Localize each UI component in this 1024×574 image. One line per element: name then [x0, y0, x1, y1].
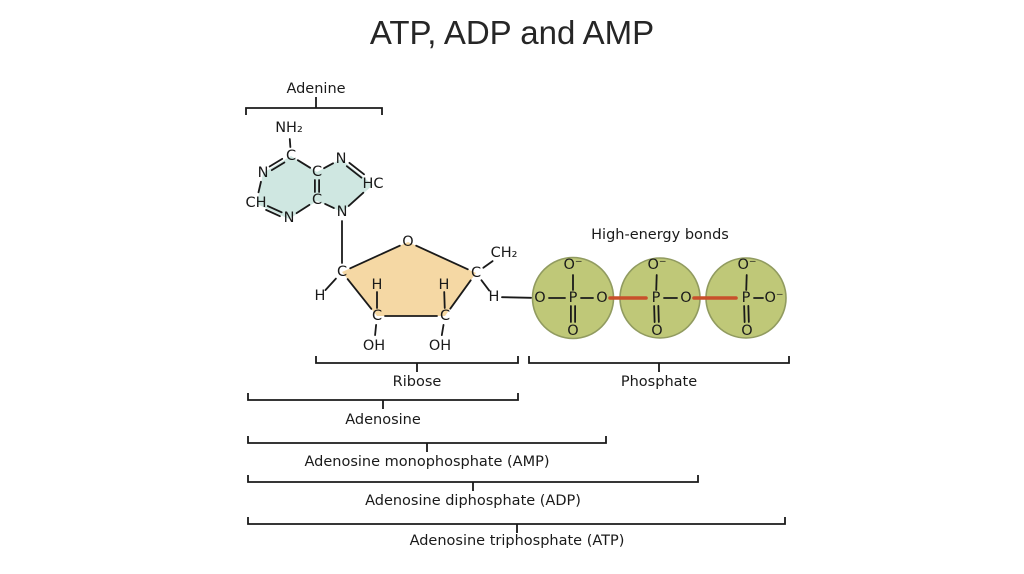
bond-a_n4-a_c2 — [324, 202, 335, 210]
atom-nh2: NH₂ — [275, 120, 303, 136]
atom-p2_or: O — [680, 290, 691, 306]
bond-a_c3-a_n3 — [323, 162, 334, 170]
high-energy-bonds-label: High-energy bonds — [591, 227, 729, 243]
bond-r_c1-r_c3 — [346, 278, 373, 310]
atom-p1_ot: O⁻ — [563, 257, 582, 273]
bond-r_h2-r_c4 — [443, 291, 446, 309]
atom-a_ch: CH — [245, 195, 266, 211]
adenine-hexagon-fill — [257, 156, 317, 219]
adenosine-bracket — [247, 393, 519, 409]
bond-r_c2-r_ch2 — [482, 260, 494, 269]
atom-r_c4: C — [440, 308, 450, 324]
atom-p1_p: P — [569, 290, 578, 306]
atom-p3_ob: O — [741, 323, 752, 339]
adenosine-label: Adenosine — [345, 412, 421, 428]
adp-bracket — [247, 475, 699, 491]
amp-bracket — [247, 436, 607, 452]
atom-r_ch2: CH₂ — [491, 245, 518, 261]
bond-a_n3-a_hc — [345, 165, 363, 179]
atom-r_h1: H — [372, 277, 383, 293]
atom-r_h2: H — [439, 277, 450, 293]
bond-a_c1-a_n1 — [270, 161, 286, 172]
bond-r_c2-r_h4 — [480, 279, 491, 292]
atp-label: Adenosine triphosphate (ATP) — [410, 533, 625, 549]
atom-p3_p: P — [742, 290, 751, 306]
ribose-label: Ribose — [393, 374, 442, 390]
bond-a_n3-a_hc — [348, 161, 365, 176]
atom-p3_ot: O⁻ — [737, 257, 756, 273]
atom-a_n1: N — [258, 165, 269, 181]
atom-a_c2: C — [312, 192, 322, 208]
atom-r_h4: H — [489, 289, 500, 305]
bond-a_hc-a_n4 — [347, 191, 365, 207]
atom-r_oh2: OH — [429, 338, 451, 354]
bond-a_c3-a_c1 — [296, 159, 312, 169]
bond-nh2-a_c1 — [288, 138, 292, 148]
phosphate-label: Phosphate — [621, 374, 697, 390]
ribose-pentagon-fill — [342, 242, 476, 316]
atom-r_oh1: OH — [363, 338, 385, 354]
adp-label: Adenosine diphosphate (ADP) — [365, 493, 581, 509]
atom-p3_or: O⁻ — [764, 290, 783, 306]
atom-a_c1: C — [286, 148, 296, 164]
atom-a_c3: C — [312, 164, 322, 180]
atom-a_n2: N — [284, 210, 295, 226]
bond-a_ch-a_n2 — [266, 205, 283, 214]
ribose-bracket — [315, 356, 519, 372]
atom-p1_ol: O — [534, 290, 545, 306]
bond-r_c3-r_oh1 — [374, 324, 378, 336]
bond-r_c4-r_c2 — [449, 279, 472, 310]
atom-p2_ot: O⁻ — [647, 257, 666, 273]
bond-a_ch-a_n2 — [265, 208, 281, 218]
atom-p1_ob: O — [567, 323, 578, 339]
atp-bracket — [247, 517, 786, 533]
atom-r_o: O — [402, 234, 413, 250]
bond-r_c4-r_oh2 — [440, 323, 445, 337]
atom-r_h3: H — [315, 288, 326, 304]
bond-a_n2-a_c2 — [295, 203, 311, 215]
page-title: ATP, ADP and AMP — [369, 14, 655, 51]
bond-r_o-r_c1 — [349, 244, 401, 270]
atom-r_c2: C — [471, 265, 481, 281]
atom-p2_ob: O — [651, 323, 662, 339]
amp-label: Adenosine monophosphate (AMP) — [304, 454, 549, 470]
bond-r_h4-p1_ol — [501, 296, 532, 299]
bond-r_o-r_c2 — [415, 244, 469, 271]
adenine-pentagon-fill — [317, 159, 373, 212]
atom-r_c1: C — [337, 264, 347, 280]
phosphate-bracket — [528, 356, 790, 372]
atom-a_n4: N — [337, 204, 348, 220]
atom-p1_or: O — [596, 290, 607, 306]
adenine-label: Adenine — [286, 81, 345, 97]
bond-r_c1-r_h3 — [324, 277, 337, 292]
bond-a_n1-a_ch — [257, 180, 262, 194]
atom-a_hc: HC — [362, 176, 383, 192]
adenine-bracket — [245, 97, 383, 115]
bond-a_c1-a_n1 — [268, 157, 284, 168]
atom-p2_p: P — [652, 290, 661, 306]
atom-a_n3: N — [336, 151, 347, 167]
atom-r_c3: C — [372, 308, 382, 324]
